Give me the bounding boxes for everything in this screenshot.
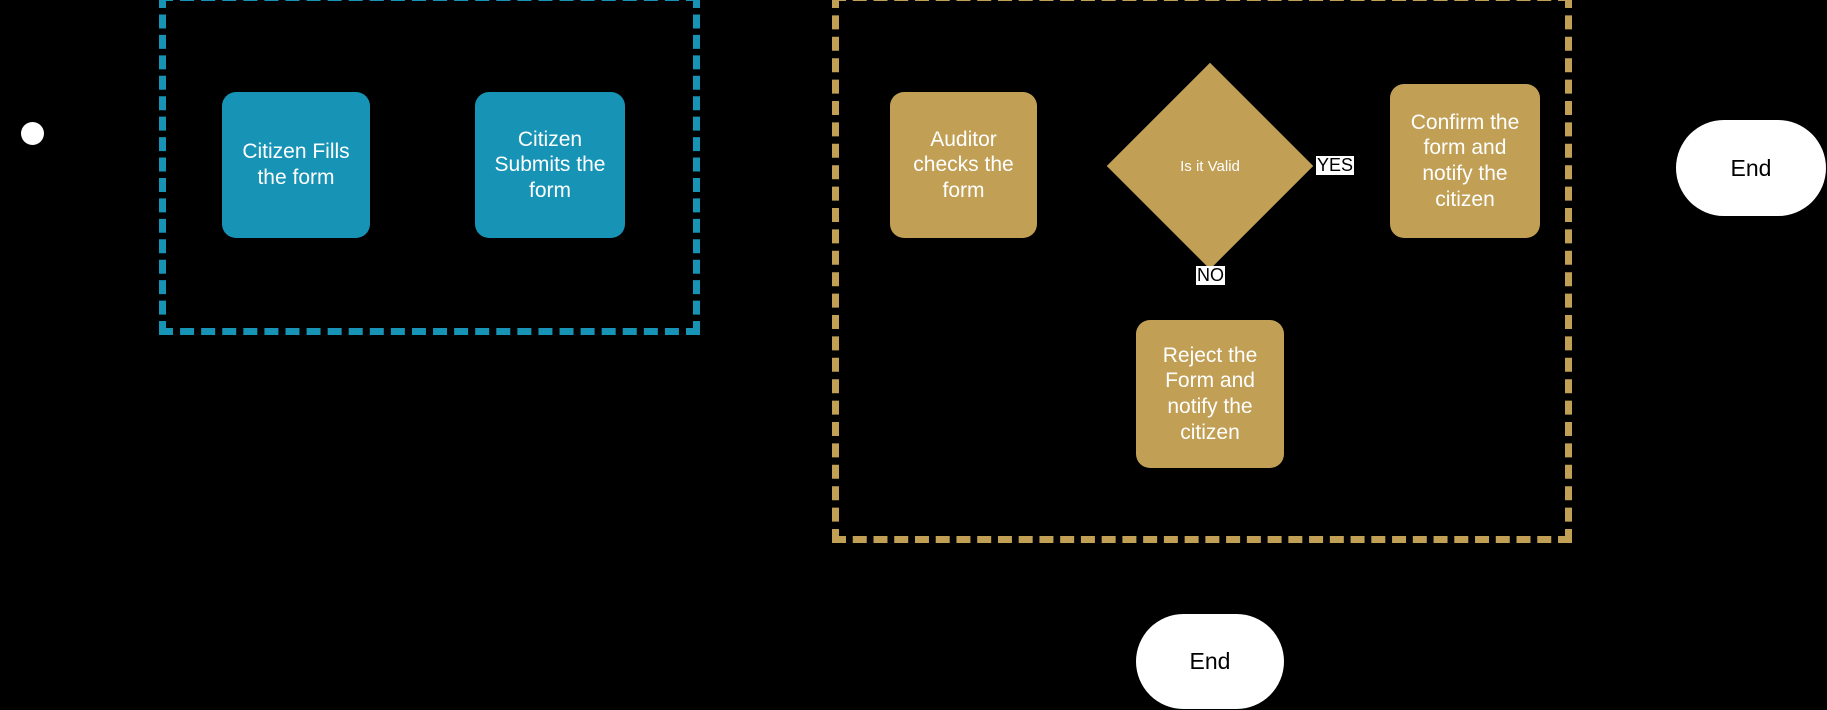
node-auditor-checks-the-form[interactable]: Auditor checks the form [890, 92, 1037, 238]
edge-label-no: NO [1196, 265, 1225, 285]
node-citizen-submits-the-form[interactable]: Citizen Submits the form [475, 92, 625, 238]
node-is-it-valid[interactable]: Is it Valid [1106, 62, 1314, 270]
node-citizen-fills-the-form[interactable]: Citizen Fills the form [222, 92, 370, 238]
citizen-lane-container [159, 0, 700, 335]
end-node-right[interactable]: End [1676, 120, 1826, 216]
start-node[interactable] [21, 122, 44, 145]
auditor-lane-container [832, 0, 1572, 543]
node-reject-the-form[interactable]: Reject the Form and notify the citizen [1136, 320, 1284, 468]
edge-label-yes: YES [1316, 155, 1355, 175]
node-confirm-the-form[interactable]: Confirm the form and notify the citizen [1390, 84, 1540, 238]
end-node-bottom[interactable]: End [1136, 614, 1284, 709]
node-is-it-valid-label: Is it Valid [1180, 157, 1240, 175]
